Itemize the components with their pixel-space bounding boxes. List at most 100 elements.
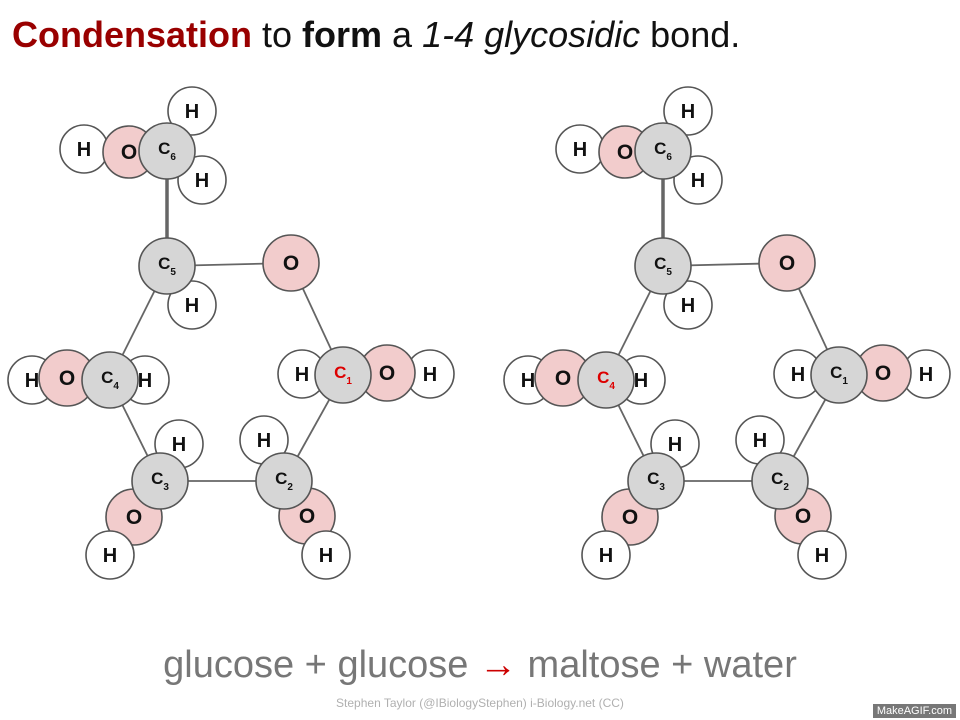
carbon-label: C2: [771, 469, 789, 493]
oxygen-label: O: [379, 362, 395, 385]
carbon-circle: [751, 452, 809, 510]
carbon-4-atom: C4: [577, 351, 635, 409]
carbon-circle: [131, 452, 189, 510]
credit-text: Stephen Taylor (@IBiologyStephen) i-Biol…: [336, 696, 624, 710]
hydrogen-label: H: [138, 370, 152, 392]
hydrogen-label: H: [599, 545, 613, 567]
reaction-equation: glucose + glucose → maltose + water: [0, 644, 960, 687]
hydrogen-atom: H: [59, 124, 109, 174]
carbon-6-atom: C6: [138, 122, 196, 180]
hydrogen-label: H: [185, 295, 199, 317]
hydrogen-atom: H: [773, 349, 823, 399]
hydrogen-atom: H: [581, 530, 631, 580]
hydrogen-label: H: [319, 545, 333, 567]
carbon-1-atom: C1: [314, 346, 372, 404]
carbon-5-atom: C5: [634, 237, 692, 295]
oxygen-circle: [758, 234, 816, 292]
oxygen-label: O: [59, 367, 75, 390]
carbon-label: C4: [101, 368, 119, 392]
carbon-label: C6: [158, 139, 176, 163]
hydrogen-circle: [797, 530, 847, 580]
carbon-1-atom: C1: [810, 346, 868, 404]
hydrogen-label: H: [103, 545, 117, 567]
hydrogen-label: H: [77, 139, 91, 161]
oxygen-label: O: [299, 505, 315, 528]
hydrogen-label: H: [25, 370, 39, 392]
hydrogen-circle: [167, 86, 217, 136]
hydrogen-circle: [663, 280, 713, 330]
reactant-1: glucose: [163, 644, 295, 686]
carbon-circle: [314, 346, 372, 404]
carbon-4-atom: C4: [81, 351, 139, 409]
hydrogen-atom: H: [797, 530, 847, 580]
oxygen-atom: O: [262, 234, 320, 292]
hydrogen-circle: [663, 86, 713, 136]
hydrogen-atom: H: [663, 86, 713, 136]
reactant-2: glucose: [337, 644, 469, 686]
carbon-circle: [634, 122, 692, 180]
carbon-2-atom: C2: [751, 452, 809, 510]
carbon-label: C1: [830, 363, 848, 387]
oxygen-label: O: [283, 252, 299, 275]
carbon-label: C5: [158, 254, 176, 278]
hydrogen-label: H: [295, 364, 309, 386]
hydrogen-label: H: [681, 101, 695, 123]
hydrogen-atom: H: [85, 530, 135, 580]
hydrogen-label: H: [257, 430, 271, 452]
oxygen-label: O: [795, 505, 811, 528]
page-title: Condensation to form a 1-4 glycosidic bo…: [12, 14, 740, 56]
oxygen-atom: O: [358, 344, 416, 402]
carbon-label: C1: [334, 363, 352, 387]
hydrogen-atom: H: [301, 530, 351, 580]
hydrogen-label: H: [423, 364, 437, 386]
reaction-arrow: →: [468, 644, 528, 686]
carbon-6-atom: C6: [634, 122, 692, 180]
hydrogen-atom: H: [167, 280, 217, 330]
oxygen-label: O: [779, 252, 795, 275]
oxygen-atom: O: [758, 234, 816, 292]
hydrogen-atom: H: [239, 415, 289, 465]
carbon-label: C3: [151, 469, 169, 493]
hydrogen-label: H: [172, 434, 186, 456]
carbon-circle: [81, 351, 139, 409]
oxygen-label: O: [875, 362, 891, 385]
oxygen-circle: [262, 234, 320, 292]
title-a: a: [382, 14, 423, 55]
hydrogen-label: H: [521, 370, 535, 392]
oxygen-atom: O: [38, 349, 96, 407]
hydrogen-circle: [581, 530, 631, 580]
hydrogen-label: H: [634, 370, 648, 392]
carbon-circle: [138, 237, 196, 295]
oxygen-label: O: [126, 506, 142, 529]
title-to: to: [252, 14, 303, 55]
carbon-circle: [810, 346, 868, 404]
carbon-3-atom: C3: [627, 452, 685, 510]
product-1: maltose: [527, 644, 661, 686]
hydrogen-atom: H: [277, 349, 327, 399]
hydrogen-label: H: [681, 295, 695, 317]
carbon-circle: [634, 237, 692, 295]
carbon-label: C6: [654, 139, 672, 163]
carbon-label: C2: [275, 469, 293, 493]
carbon-2-atom: C2: [255, 452, 313, 510]
oxygen-label: O: [617, 141, 633, 164]
carbon-label: C5: [654, 254, 672, 278]
title-condensation: Condensation: [12, 14, 252, 55]
hydrogen-atom: H: [555, 124, 605, 174]
hydrogen-label: H: [753, 430, 767, 452]
carbon-label: C3: [647, 469, 665, 493]
carbon-5-atom: C5: [138, 237, 196, 295]
hydrogen-label: H: [815, 545, 829, 567]
title-bond-type: 1-4 glycosidic: [422, 14, 641, 55]
hydrogen-label: H: [573, 139, 587, 161]
hydrogen-label: H: [919, 364, 933, 386]
oxygen-atom: O: [854, 344, 912, 402]
carbon-3-atom: C3: [131, 452, 189, 510]
carbon-circle: [255, 452, 313, 510]
oxygen-label: O: [555, 367, 571, 390]
hydrogen-atom: H: [167, 86, 217, 136]
plus-sign-2: +: [660, 644, 704, 686]
hydrogen-atom: H: [663, 280, 713, 330]
hydrogen-label: H: [791, 364, 805, 386]
